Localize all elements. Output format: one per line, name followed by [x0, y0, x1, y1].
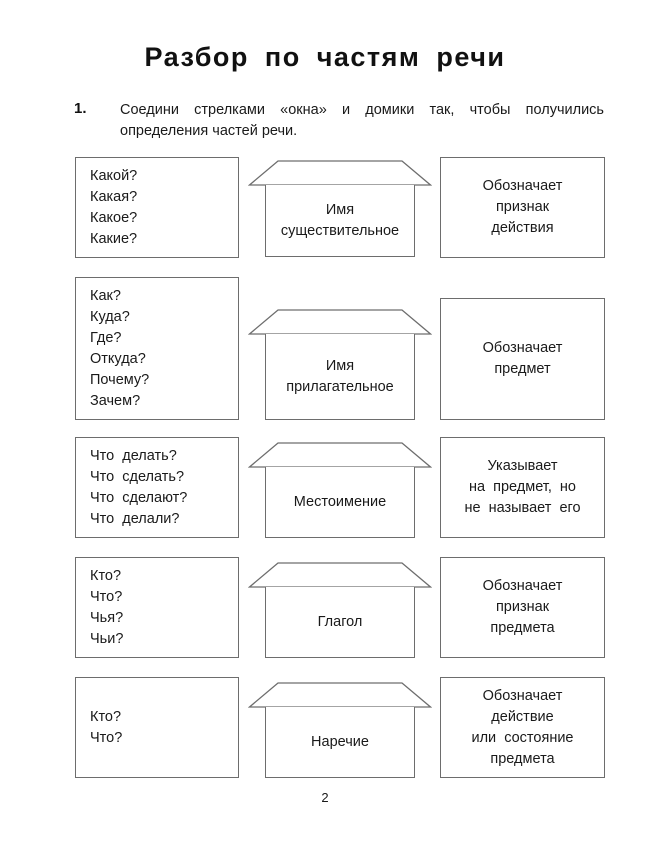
definition-line: действия [491, 220, 554, 236]
definition-line: Указывает [487, 458, 558, 474]
question-line: Чья? [90, 609, 124, 626]
question-line: Что? [90, 729, 123, 746]
house-roof-icon [248, 309, 432, 335]
question-line: Где? [90, 329, 122, 346]
house-body: Глагол [265, 587, 415, 658]
house-roof-icon [248, 562, 432, 588]
question-window-box[interactable]: Кто? Что? Чья? Чьи? [75, 557, 239, 658]
definition-box[interactable]: Обозначает признак действия [440, 157, 605, 258]
question-line: Какая? [90, 188, 138, 205]
house-label-line: прилагательное [286, 378, 394, 395]
question-line: Что сделают? [90, 489, 188, 506]
question-line: Что делали? [90, 510, 180, 527]
house-label-line: существительное [280, 222, 400, 239]
question-window-box[interactable]: Что делать? Что сделать? Что сделают? Что д… [75, 437, 239, 538]
house-label-line: Имя [325, 201, 355, 218]
question-line: Какие? [90, 230, 138, 247]
question-line: Что делать? [90, 447, 177, 464]
house-body: Имя существительное [265, 185, 415, 257]
house-roof-icon [248, 442, 432, 468]
house-body: Наречие [265, 707, 415, 778]
page-title: Разбор по частям речи [144, 42, 506, 72]
definition-box[interactable]: Указывает на предмет, но не называет его [440, 437, 605, 538]
definition-line: Обозначает [482, 578, 563, 594]
question-line: Что? [90, 588, 123, 605]
definition-box[interactable]: Обозначает предмет [440, 298, 605, 420]
task-number: 1. [74, 100, 87, 117]
house-label-line: Глагол [317, 613, 363, 630]
house-body: Местоимение [265, 467, 415, 538]
definition-line: Обозначает [482, 687, 563, 704]
house-label-line: Имя [325, 357, 355, 374]
definition-box[interactable]: Обозначает признак предмета [440, 557, 605, 658]
definition-line: предмета [490, 620, 555, 636]
question-line: Кто? [90, 708, 122, 725]
definition-line: предмета [490, 750, 555, 767]
question-line: Зачем? [90, 392, 141, 409]
task-block: 1. Соедини стрелками «окна» и домики так… [74, 100, 604, 142]
house-label-line: Местоимение [293, 493, 387, 510]
definition-line: не называет его [464, 500, 581, 516]
house-body: Имя прилагательное [265, 334, 415, 420]
definition-line: Обозначает [482, 340, 563, 356]
house-roof-icon [248, 160, 432, 186]
question-line: Откуда? [90, 350, 146, 367]
house-roof-icon [248, 682, 432, 708]
question-line: Как? [90, 287, 121, 304]
question-window-box[interactable]: Кто? Что? [75, 677, 239, 778]
question-window-box[interactable]: Какой? Какая? Какое? Какие? [75, 157, 239, 258]
definition-line: Обозначает [482, 178, 563, 194]
question-line: Куда? [90, 308, 130, 325]
question-line: Кто? [90, 567, 122, 584]
definition-line: признак [495, 599, 550, 615]
page-number: 2 [321, 790, 329, 805]
question-line: Какое? [90, 209, 138, 226]
definition-line: признак [495, 199, 550, 215]
definition-line: или состояние [471, 729, 574, 746]
question-line: Что сделать? [90, 468, 185, 485]
definition-line: действие [491, 708, 554, 725]
definition-line: предмет [494, 361, 551, 377]
question-line: Почему? [90, 371, 150, 388]
house-label-line: Наречие [311, 733, 369, 750]
task-instruction-text: Соедини стрелками «окна» и домики так, ч… [120, 102, 604, 139]
definition-line: на предмет, но [469, 479, 576, 495]
question-line: Чьи? [90, 630, 124, 647]
question-line: Какой? [90, 167, 138, 184]
definition-box[interactable]: Обозначает действие или состояние предмета [440, 677, 605, 778]
question-window-box[interactable]: Как? Куда? Где? Откуда? Почему? Зачем? [75, 277, 239, 420]
